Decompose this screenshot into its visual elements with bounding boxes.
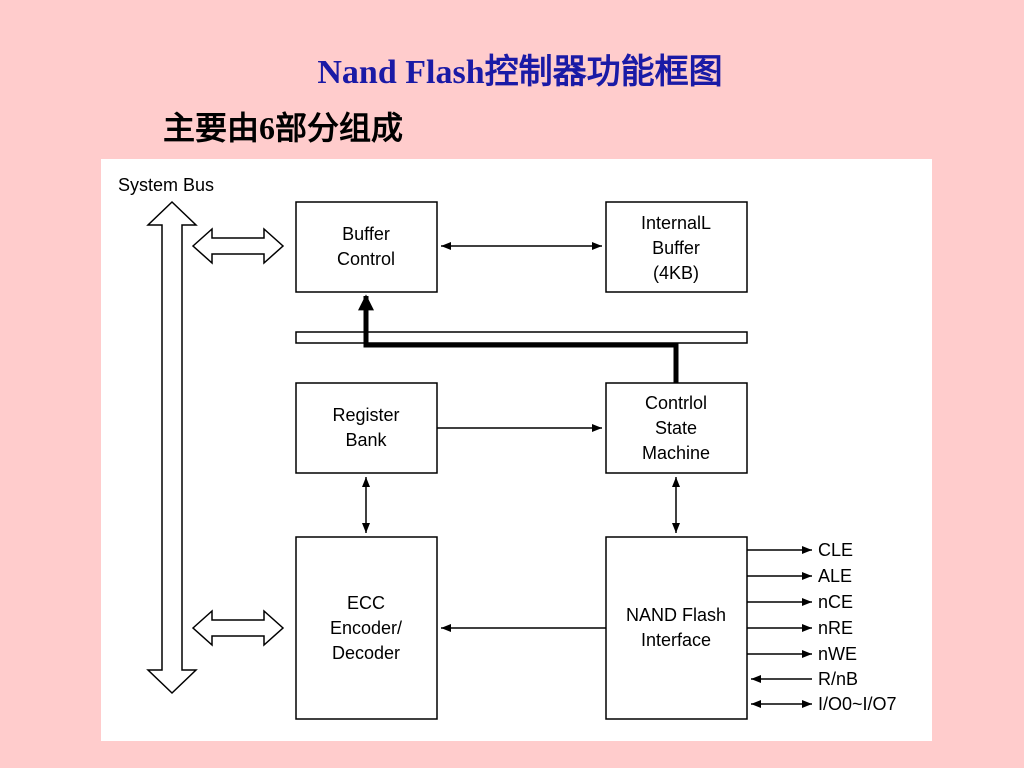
ecc-block: ECC Encoder/ Decoder [295, 536, 438, 720]
register-bank-block: Register Bank [295, 382, 438, 474]
ecc-line-3: Decoder [332, 643, 400, 663]
buffer-control-line-1: Buffer [342, 224, 390, 244]
ecc-line-2: Encoder/ [330, 618, 402, 638]
control-state-machine-line-3: Machine [642, 443, 710, 463]
signal-label-rnb: R/nB [818, 669, 858, 689]
signal-label-cle: CLE [818, 540, 853, 560]
signal-label-nce: nCE [818, 592, 853, 612]
system-bus-arrow [146, 200, 198, 695]
block-diagram: System Bus Buffer Control InternalL Buff… [118, 175, 897, 720]
internal-buffer-block: InternalL Buffer (4KB) [605, 201, 748, 293]
internal-buffer-line-1: InternalL [641, 213, 711, 233]
control-state-machine-line-2: State [655, 418, 697, 438]
nand-flash-interface-line-1: NAND Flash [626, 605, 726, 625]
register-bank-line-2: Bank [345, 430, 387, 450]
control-state-machine-line-1: Contrlol [645, 393, 707, 413]
bus-connector-arrow-bottom [191, 609, 285, 647]
ecc-line-1: ECC [347, 593, 385, 613]
block-diagram-panel: System Bus Buffer Control InternalL Buff… [101, 159, 932, 741]
nand-flash-interface-block: NAND Flash Interface [605, 536, 748, 720]
signal-label-nre: nRE [818, 618, 853, 638]
internal-buffer-line-3: (4KB) [653, 263, 699, 283]
buffer-control-block: Buffer Control [295, 201, 438, 293]
internal-buffer-line-2: Buffer [652, 238, 700, 258]
signal-label-ale: ALE [818, 566, 852, 586]
state-machine-to-buffer-control-arrow [358, 294, 679, 383]
bus-connector-arrow-top [191, 227, 285, 265]
signal-label-io: I/O0~I/O7 [818, 694, 897, 714]
system-bus-label: System Bus [118, 175, 214, 195]
signal-label-nwe: nWE [818, 644, 857, 664]
nand-flash-interface-line-2: Interface [641, 630, 711, 650]
slide-title: Nand Flash控制器功能框图 [317, 54, 723, 91]
control-state-machine-block: Contrlol State Machine [605, 382, 748, 474]
slide-subtitle: 主要由6部分组成 [163, 110, 404, 146]
buffer-control-line-2: Control [337, 249, 395, 269]
register-bank-line-1: Register [332, 405, 399, 425]
